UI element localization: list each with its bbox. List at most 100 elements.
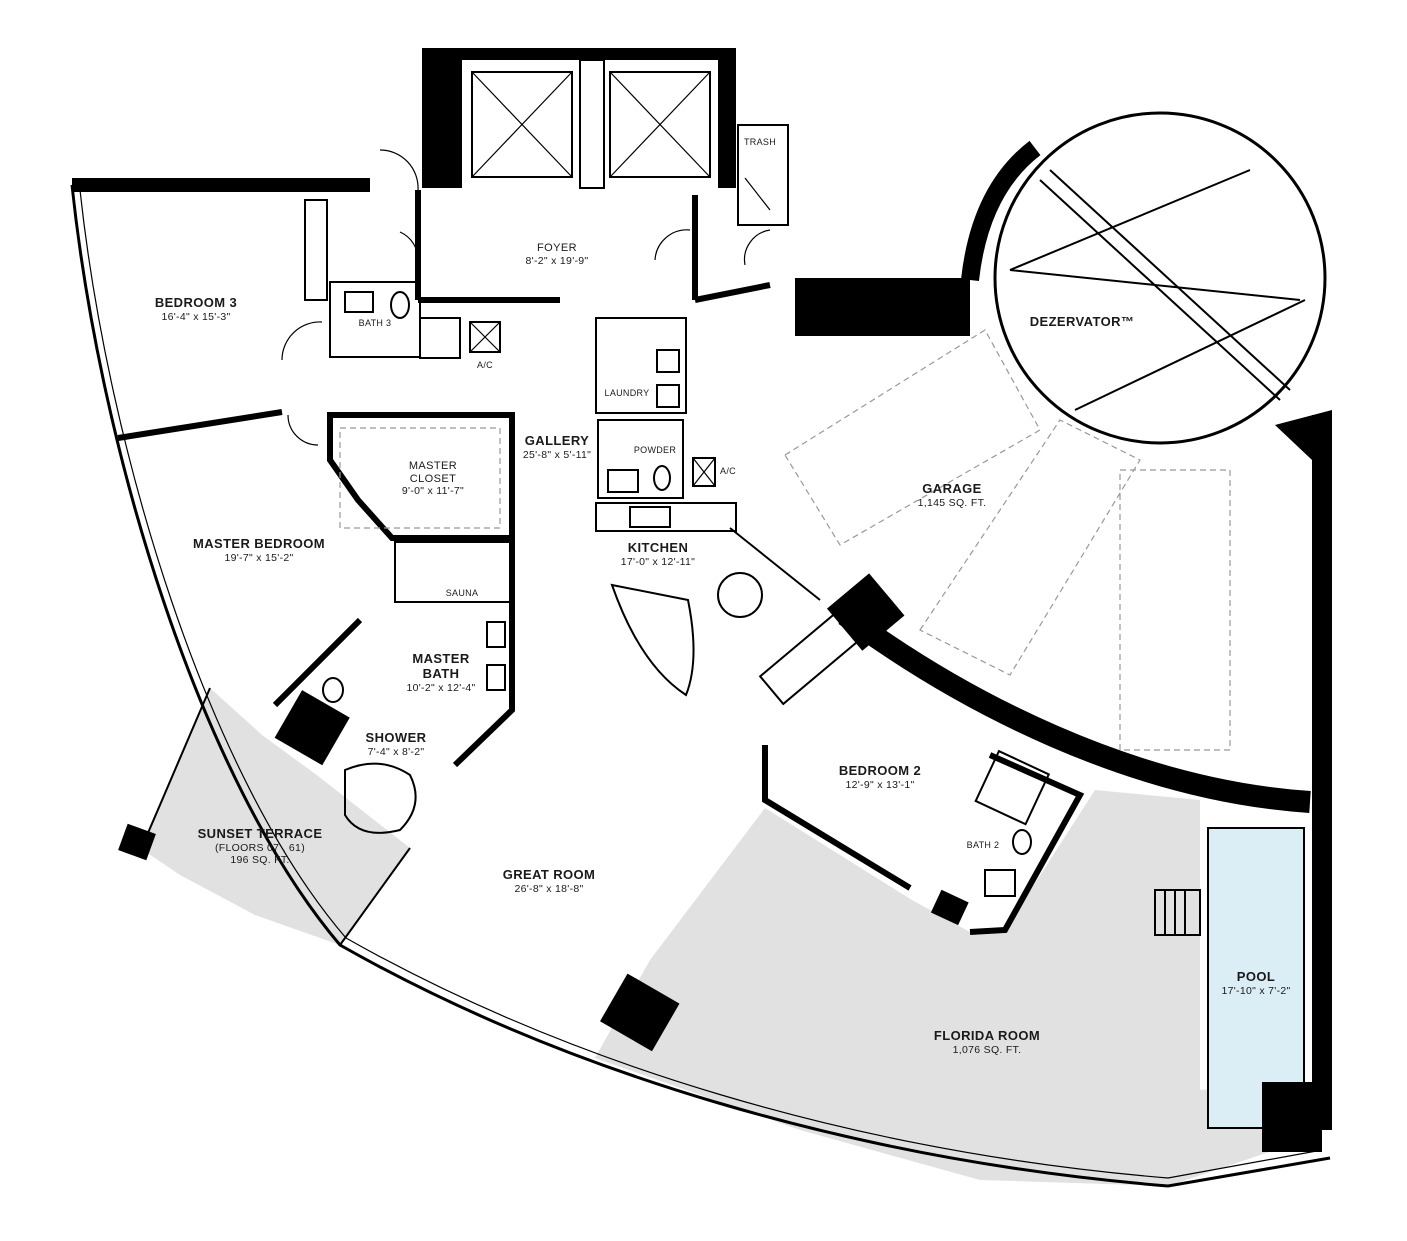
garage-curved-wall: [838, 606, 1311, 813]
room-dims: 1,145 SQ. FT.: [917, 496, 987, 509]
room-name: SHOWER: [365, 730, 427, 745]
bath3-shower: [419, 317, 461, 359]
bath3-sink: [344, 291, 374, 313]
label-sunset-terrace: SUNSET TERRACE(FLOORS 07 , 61) 196 SQ. F…: [197, 826, 323, 866]
garage-parking-3: [1119, 469, 1231, 751]
room-name: BATH 2: [966, 840, 1000, 850]
label-laundry: LAUNDRY: [605, 388, 650, 398]
dezervator-platform: [993, 111, 1327, 445]
room-name: BATH 3: [358, 318, 392, 328]
room-name: BEDROOM 2: [838, 763, 922, 778]
label-trash: TRASH: [744, 137, 776, 147]
elevator-core-left: [422, 48, 462, 188]
laundry-room: [595, 317, 687, 414]
dezervator-rail: [1039, 169, 1291, 401]
exterior-glass-wall-inner: [79, 189, 1323, 1179]
room-name: POOL: [1236, 969, 1276, 984]
room-name: SUNSET TERRACE: [197, 826, 323, 841]
garage-north-wedge: [1275, 410, 1332, 800]
master-closet-shelves: [339, 427, 501, 529]
ac2-unit: [692, 457, 716, 487]
master-closet-walls: [327, 412, 515, 541]
room-name: MASTER BEDROOM: [193, 536, 325, 551]
room-dims: 12'-9" x 13'-1": [845, 778, 915, 791]
room-dims: 7'-4" x 8'-2": [367, 745, 425, 758]
room-dims: 8'-2" x 19'-9": [525, 254, 589, 267]
room-name: GARAGE: [922, 481, 982, 496]
pool-area: [1207, 827, 1305, 1129]
label-sauna: SAUNA: [446, 588, 479, 598]
powder-sink: [607, 469, 639, 493]
sunset-terrace-glass: [144, 687, 411, 946]
room-name: POWDER: [633, 445, 677, 455]
pool-south-block: [1262, 1082, 1322, 1152]
kitchen-counter: [595, 502, 737, 532]
master-bath-sink-2: [486, 664, 506, 691]
pool-stairs: [1154, 889, 1201, 936]
garage-north-block: [795, 278, 970, 336]
room-name: SAUNA: [445, 588, 479, 598]
bath3-toilet: [390, 291, 410, 319]
powder-room: [597, 419, 684, 499]
room-dims: 10'-2" x 12'-4": [406, 681, 476, 694]
ac1-unit: [469, 321, 501, 353]
room-dims: 16'-4" x 15'-3": [161, 310, 231, 323]
room-dims: 1,076 SQ. FT.: [952, 1043, 1022, 1056]
room-name: LAUNDRY: [604, 388, 650, 398]
label-dezervator: DEZERVATOR™: [1029, 314, 1135, 330]
foyer-doors: [379, 149, 771, 266]
laundry-dryer: [656, 384, 680, 408]
ac1-cross: [469, 321, 501, 353]
bedroom3-south-wall: [117, 409, 283, 441]
room-name: KITCHEN: [627, 540, 689, 555]
label-bath3: BATH 3: [359, 318, 392, 328]
kitchen-island: [610, 583, 695, 697]
great-room-wall: [729, 527, 821, 601]
dezervator-wall: [961, 140, 1041, 282]
garage-parking-1: [784, 329, 1041, 546]
laundry-washer: [656, 349, 680, 373]
room-name: FOYER: [537, 242, 577, 254]
bath2-toilet: [1012, 829, 1032, 855]
label-ac2: A/C: [720, 466, 736, 476]
powder-toilet: [653, 465, 671, 491]
room-name: A/C: [477, 360, 493, 370]
label-ac1: A/C: [477, 360, 493, 370]
dezervator-bays: [1009, 169, 1306, 411]
room-dims: 17'-0" x 12'-11": [620, 555, 696, 568]
ac2-cross: [692, 457, 716, 487]
kitchen-sink: [629, 506, 671, 528]
master-bath-walls: [272, 538, 515, 768]
room-dims: 25'-8" x 5'-11": [522, 448, 592, 461]
room-name: GREAT ROOM: [502, 867, 596, 882]
elevator-car-1: [471, 71, 573, 178]
elevator-core-right: [718, 48, 736, 188]
bath2-sink: [984, 869, 1016, 897]
elevator-divider: [579, 59, 605, 189]
label-bath2: BATH 2: [967, 840, 1000, 850]
sunset-terrace-column: [118, 823, 156, 861]
florida-room-area: [595, 790, 1275, 1186]
master-bath-column: [274, 690, 350, 766]
bath2-shower: [974, 749, 1051, 826]
room-name: MASTER BATH: [412, 651, 470, 681]
room-name: DEZERVATOR™: [1029, 314, 1135, 329]
elevator-cross-1: [471, 71, 573, 178]
fireplace-grille: [930, 889, 969, 926]
room-name: GALLERY: [524, 433, 590, 448]
room-dims: 17'-10" x 7'-2": [1221, 984, 1291, 997]
foyer-walls: [415, 190, 771, 303]
room-name: MASTER CLOSET: [408, 460, 458, 485]
